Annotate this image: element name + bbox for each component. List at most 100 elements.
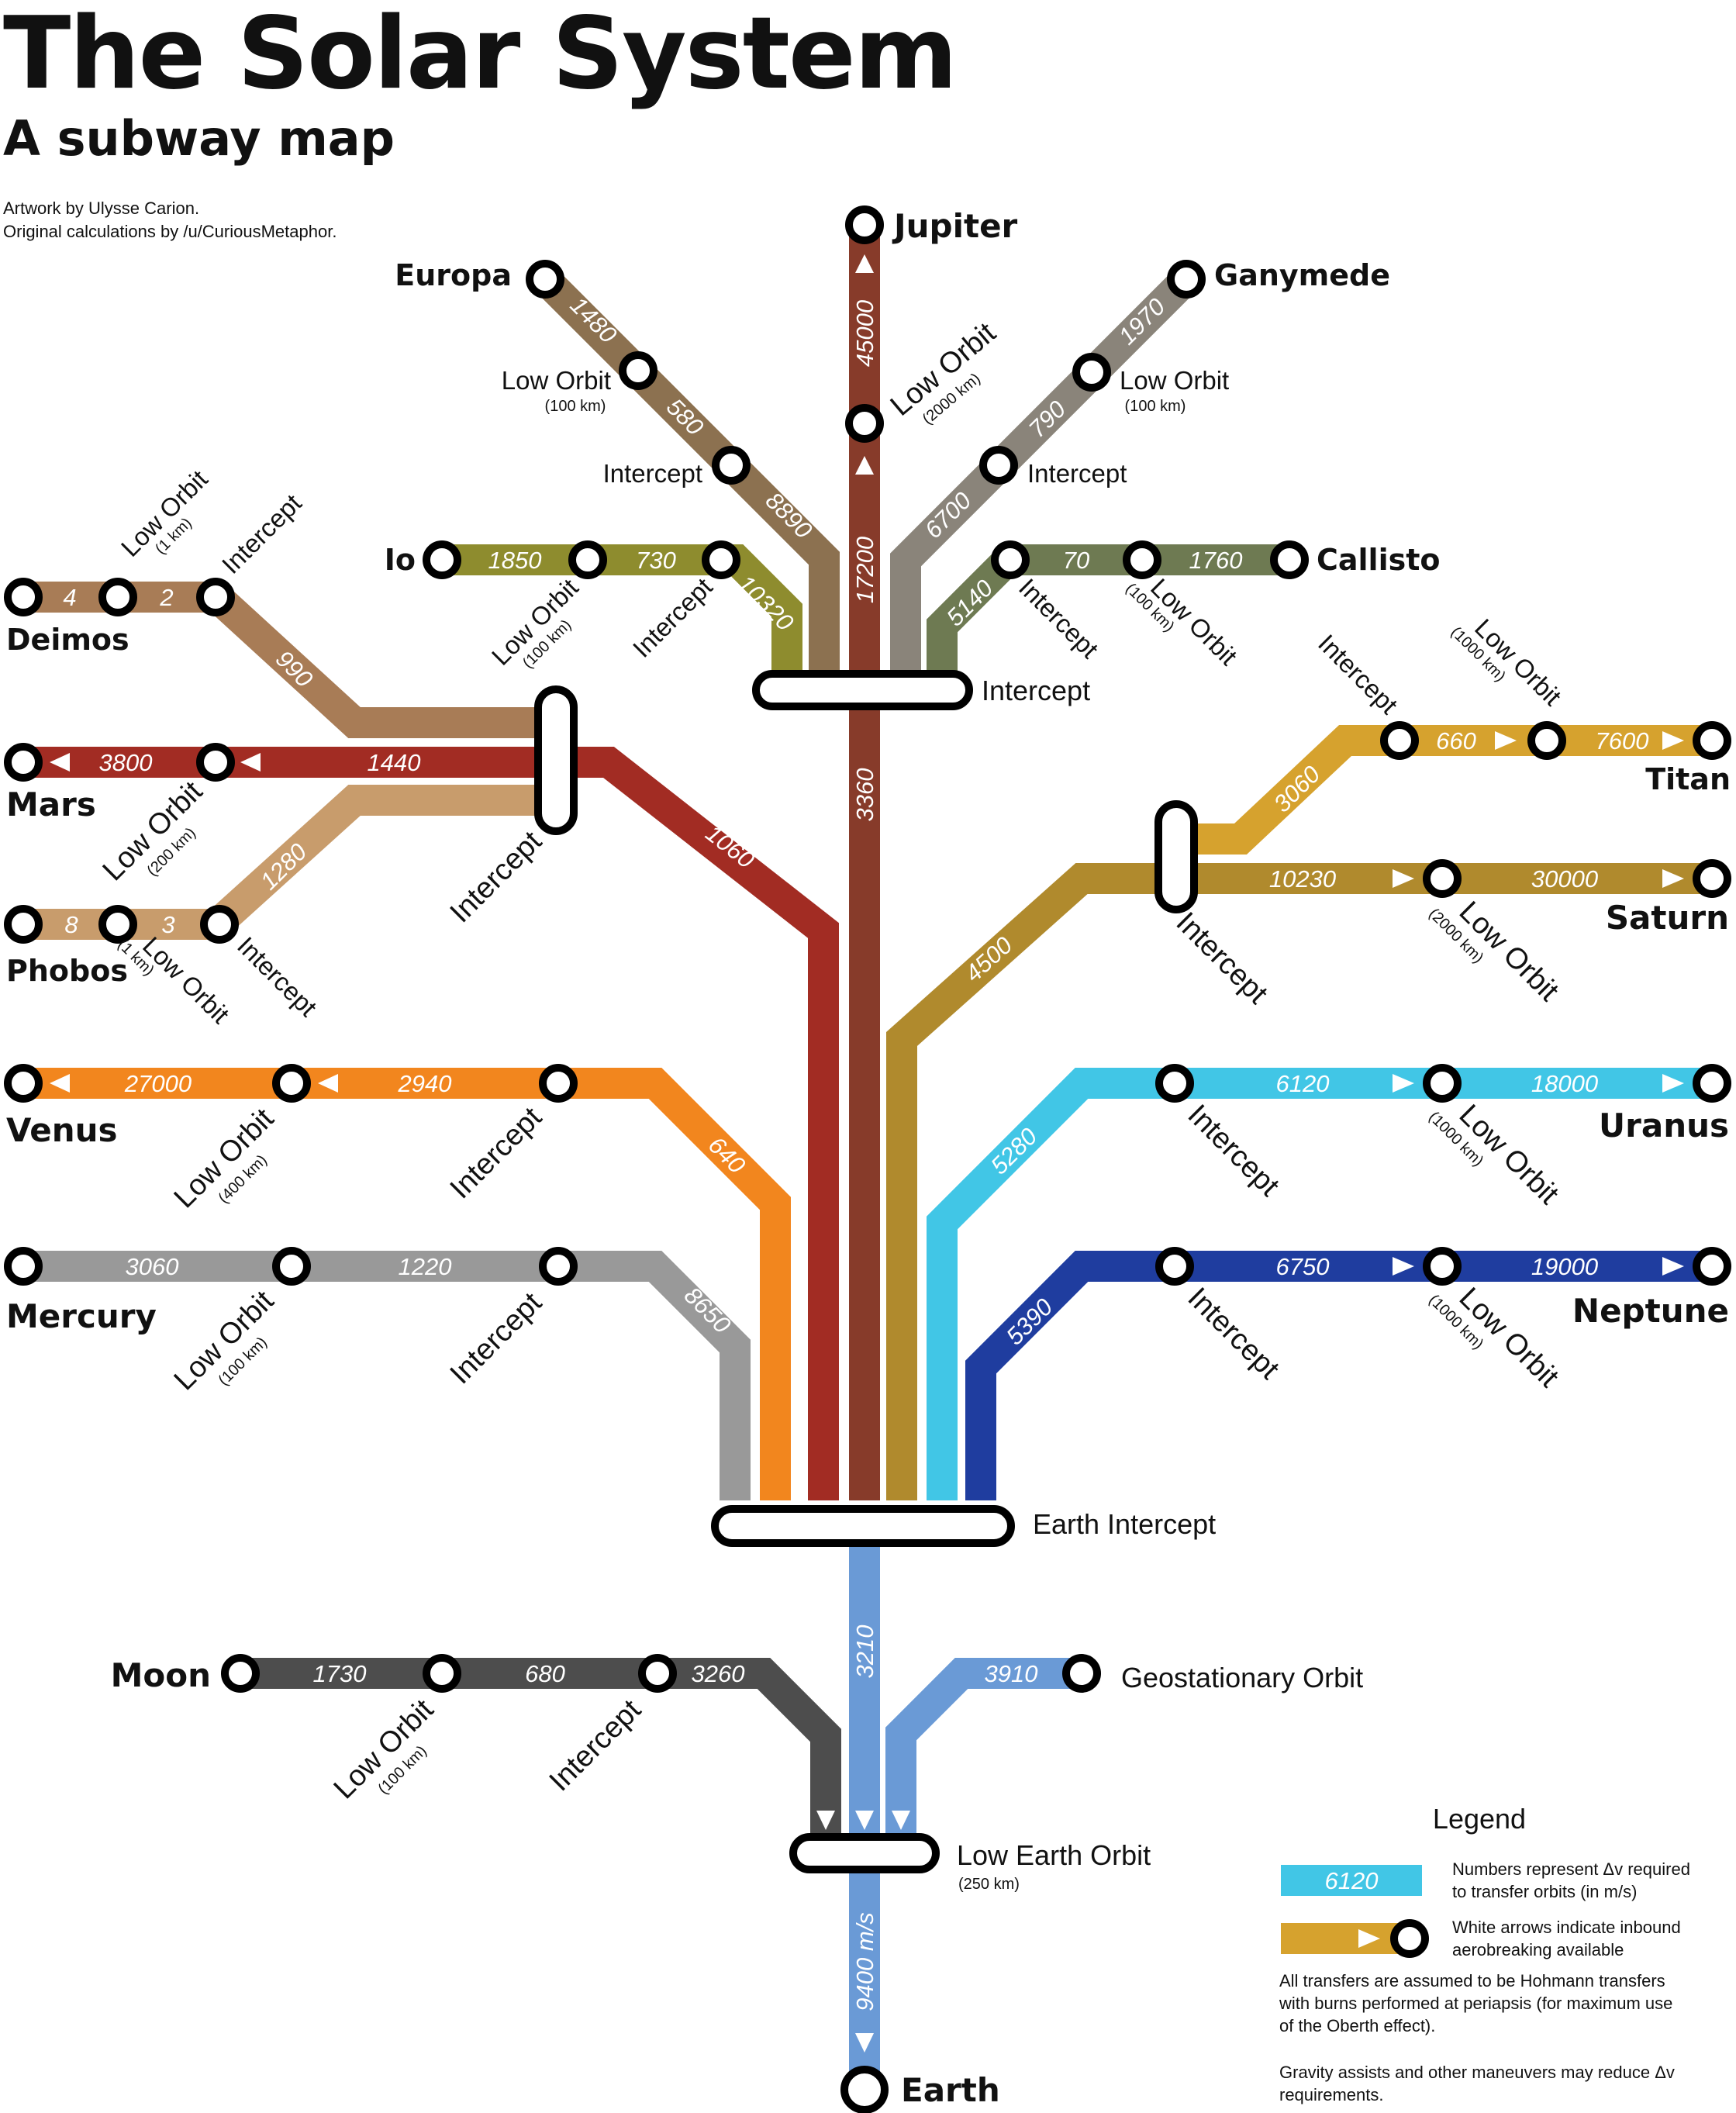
label-intercept: Intercept: [444, 1101, 549, 1206]
station-jupiter[interactable]: [845, 205, 884, 244]
saturn-intercept-interchange[interactable]: [1154, 800, 1198, 913]
station-neptune[interactable]: [1693, 1247, 1731, 1286]
station-moon-intercept[interactable]: [638, 1654, 677, 1693]
station-io-intercept[interactable]: [702, 540, 740, 579]
line-venus[interactable]: [23, 1068, 791, 1500]
station-titan-low-orbit[interactable]: [1527, 721, 1566, 760]
arrow-icon: [855, 2033, 874, 2053]
station-venus-low-orbit[interactable]: [272, 1064, 311, 1103]
station-callisto[interactable]: [1270, 540, 1309, 579]
jupiter-intercept-interchange[interactable]: [752, 670, 973, 710]
station-titan-intercept[interactable]: [1380, 721, 1419, 760]
legend-note-hohmann: All transfers are assumed to be Hohmann …: [1279, 1971, 1665, 1990]
station-titan[interactable]: [1693, 721, 1731, 760]
station-io-low-orbit[interactable]: [568, 540, 607, 579]
label-intercept: Intercept: [603, 459, 702, 488]
station-geostationary[interactable]: [1062, 1654, 1101, 1693]
station-earth[interactable]: [840, 2066, 889, 2113]
station-ganymede-low-orbit[interactable]: [1072, 353, 1111, 392]
label-intercept: Intercept: [1182, 1282, 1286, 1386]
station-mars-low-orbit[interactable]: [196, 743, 235, 782]
line-mars[interactable]: [23, 747, 839, 1500]
station-venus[interactable]: [4, 1064, 43, 1103]
arrow-icon: [855, 254, 874, 273]
station-deimos-intercept[interactable]: [196, 578, 235, 616]
dv-label: 3: [161, 911, 174, 938]
dv-label: 1730: [313, 1660, 367, 1687]
line-titan[interactable]: [1179, 725, 1712, 855]
dv-label: 70: [1063, 547, 1089, 574]
label-intercept: Intercept: [232, 931, 323, 1022]
line-mercury[interactable]: [23, 1251, 751, 1500]
station-saturn-low-orbit[interactable]: [1423, 859, 1462, 898]
station-europa-low-orbit[interactable]: [619, 351, 657, 390]
station-uranus[interactable]: [1693, 1064, 1731, 1103]
label-intercept: Intercept: [1027, 459, 1127, 488]
mars-intercept-interchange[interactable]: [534, 685, 578, 835]
station-mercury-intercept[interactable]: [539, 1247, 578, 1286]
station-label-jupiter: Jupiter: [892, 207, 1018, 245]
station-label-mercury: Mercury: [6, 1297, 157, 1335]
arrow-icon: [50, 1074, 70, 1093]
station-io[interactable]: [423, 540, 461, 579]
dv-label: 2940: [398, 1070, 452, 1097]
station-phobos-intercept[interactable]: [200, 905, 239, 944]
arrow-icon: [855, 456, 874, 475]
label-intercept: Intercept: [1313, 629, 1403, 720]
legend-sample-value: 6120: [1325, 1867, 1379, 1894]
station-europa-intercept[interactable]: [712, 446, 751, 485]
dv-label: 1440: [368, 749, 421, 776]
station-neptune-intercept[interactable]: [1155, 1247, 1194, 1286]
station-callisto-intercept[interactable]: [991, 540, 1030, 579]
line-geostationary[interactable]: [885, 1658, 1082, 1853]
line-io[interactable]: [442, 544, 802, 690]
label-intercept: Intercept: [627, 572, 718, 663]
station-deimos[interactable]: [4, 578, 43, 616]
station-uranus-intercept[interactable]: [1155, 1064, 1194, 1103]
dv-label: 3800: [99, 749, 153, 776]
arrow-icon: [1662, 731, 1684, 750]
station-label-saturn: Saturn: [1606, 899, 1729, 937]
legend-arrows-text: aerobreaking available: [1452, 1940, 1624, 1959]
station-label-geostationary: Geostationary Orbit: [1121, 1662, 1363, 1694]
station-mercury-low-orbit[interactable]: [272, 1247, 311, 1286]
station-deimos-low-orbit[interactable]: [98, 578, 137, 616]
station-saturn[interactable]: [1693, 859, 1731, 898]
page-title: The Solar System: [3, 0, 958, 112]
station-europa[interactable]: [526, 260, 564, 299]
label-altitude: (100 km): [545, 398, 606, 415]
label-low-orbit: Low Orbit: [137, 931, 235, 1029]
legend: Legend 6120 Numbers represent Δv require…: [1279, 1803, 1690, 2104]
station-moon[interactable]: [221, 1654, 260, 1693]
legend-note-gravity-assist: Gravity assists and other maneuvers may …: [1279, 2063, 1675, 2082]
label-intercept: Intercept: [444, 1286, 549, 1391]
station-mercury[interactable]: [4, 1247, 43, 1286]
credit-artwork: Artwork by Ulysse Carion.: [3, 199, 200, 218]
earth-intercept-interchange[interactable]: [711, 1505, 1015, 1547]
dv-label: 1850: [488, 547, 542, 574]
dv-label: 680: [525, 1660, 565, 1687]
low-earth-orbit-interchange[interactable]: [789, 1833, 940, 1873]
line-moon[interactable]: [240, 1658, 841, 1853]
station-mars[interactable]: [4, 743, 43, 782]
arrow-icon: [1393, 1074, 1414, 1093]
station-ganymede[interactable]: [1167, 260, 1206, 299]
legend-numbers-text: to transfer orbits (in m/s): [1452, 1882, 1637, 1901]
station-callisto-low-orbit[interactable]: [1123, 540, 1161, 579]
line-callisto[interactable]: [927, 544, 1291, 690]
station-moon-low-orbit[interactable]: [423, 1654, 461, 1693]
station-label-neptune: Neptune: [1572, 1292, 1729, 1330]
station-venus-intercept[interactable]: [539, 1064, 578, 1103]
station-neptune-low-orbit[interactable]: [1423, 1247, 1462, 1286]
line-saturn[interactable]: [886, 863, 1712, 1500]
station-phobos[interactable]: [4, 905, 43, 944]
dv-label: 3260: [692, 1660, 745, 1687]
station-uranus-low-orbit[interactable]: [1423, 1064, 1462, 1103]
arrow-icon: [318, 1074, 338, 1093]
station-ganymede-intercept[interactable]: [979, 446, 1018, 485]
dv-label: 6120: [1276, 1070, 1330, 1097]
station-jupiter-low-orbit[interactable]: [845, 404, 884, 443]
dv-label: 18000: [1531, 1070, 1598, 1097]
station-phobos-low-orbit[interactable]: [98, 905, 137, 944]
